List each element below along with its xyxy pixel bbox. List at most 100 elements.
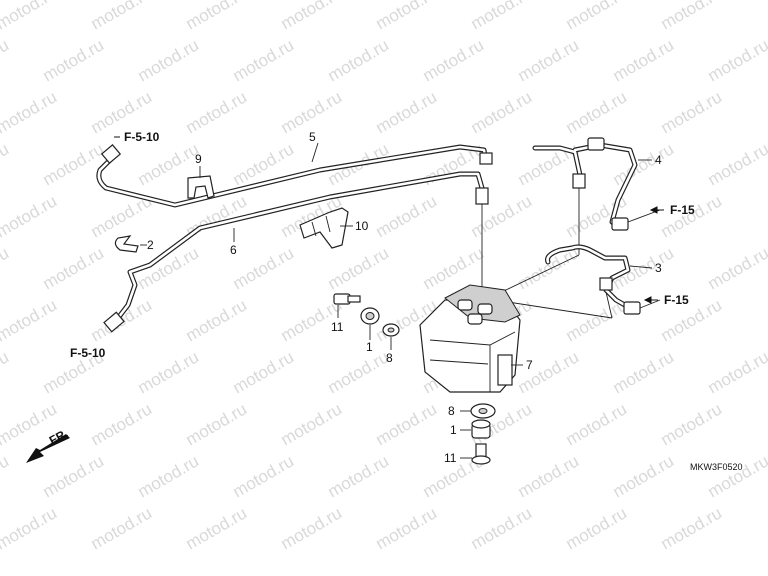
callout-1-bottom: 1 bbox=[450, 423, 457, 437]
callout-5: 5 bbox=[309, 130, 316, 144]
watermark-text: motod.ru bbox=[658, 399, 726, 449]
watermark-text: motod.ru bbox=[705, 139, 768, 189]
diagram-code: MKW3F0520 bbox=[690, 462, 743, 472]
ref-f-15-top: F-15 bbox=[670, 203, 695, 217]
watermark-text: motod.ru bbox=[658, 87, 726, 137]
callout-10: 10 bbox=[355, 219, 369, 233]
watermark-text: motod.ru bbox=[183, 399, 251, 449]
watermark-text: motod.ru bbox=[0, 87, 60, 137]
watermark-text: motod.ru bbox=[515, 35, 583, 85]
watermark-text: motod.ru bbox=[705, 451, 768, 501]
callout-8-bottom: 8 bbox=[448, 404, 455, 418]
watermark-text: motod.ru bbox=[563, 87, 631, 137]
callout-4: 4 bbox=[655, 153, 662, 167]
watermark-text: motod.ru bbox=[563, 399, 631, 449]
watermark-text: motod.ru bbox=[183, 503, 251, 553]
watermark-text: motod.ru bbox=[373, 0, 441, 33]
brake-pipe-3 bbox=[494, 244, 641, 319]
watermark-text: motod.ru bbox=[705, 243, 768, 293]
watermark-text: motod.ru bbox=[40, 139, 108, 189]
brake-pipe-5 bbox=[96, 144, 493, 208]
watermark-text: motod.ru bbox=[468, 87, 536, 137]
grommet-1-left bbox=[360, 307, 380, 325]
watermark-text: motod.ru bbox=[183, 87, 251, 137]
watermark-text: motod.ru bbox=[40, 35, 108, 85]
watermark-text: motod.ru bbox=[230, 243, 298, 293]
callout-2: 2 bbox=[147, 238, 154, 252]
brake-pipe-6 bbox=[103, 171, 489, 333]
watermark-text: motod.ru bbox=[705, 35, 768, 85]
watermark-text: motod.ru bbox=[705, 347, 768, 397]
watermark-text: motod.ru bbox=[0, 451, 12, 501]
watermark-text: motod.ru bbox=[0, 191, 60, 241]
watermark-text: motod.ru bbox=[610, 451, 678, 501]
watermark-text: motod.ru bbox=[610, 243, 678, 293]
watermark-text: motod.ru bbox=[135, 347, 203, 397]
watermark-text: motod.ru bbox=[0, 35, 12, 85]
abs-modulator-7 bbox=[419, 284, 521, 393]
watermark-text: motod.ru bbox=[658, 0, 726, 33]
watermark-text: motod.ru bbox=[658, 503, 726, 553]
watermark-text: motod.ru bbox=[278, 399, 346, 449]
watermark-text: motod.ru bbox=[135, 451, 203, 501]
watermark-text: motod.ru bbox=[325, 347, 393, 397]
watermark-text: motod.ru bbox=[0, 347, 12, 397]
watermark-text: motod.ru bbox=[610, 35, 678, 85]
watermark-text: motod.ru bbox=[0, 503, 60, 553]
watermark-text: motod.ru bbox=[563, 0, 631, 33]
washer-8-left bbox=[382, 323, 400, 337]
grommet-1-bottom bbox=[471, 419, 491, 439]
watermark-text: motod.ru bbox=[40, 451, 108, 501]
leader-lines bbox=[140, 142, 661, 459]
watermark-text: motod.ru bbox=[0, 0, 60, 33]
watermark-text: motod.ru bbox=[230, 451, 298, 501]
watermark-text: motod.ru bbox=[230, 347, 298, 397]
watermark-text: motod.ru bbox=[610, 347, 678, 397]
watermark-text: motod.ru bbox=[183, 295, 251, 345]
watermark-text: motod.ru bbox=[183, 0, 251, 33]
callout-11-left: 11 bbox=[331, 320, 344, 334]
watermark-text: motod.ru bbox=[373, 503, 441, 553]
watermark-text: motod.ru bbox=[0, 139, 12, 189]
ref-f-15-bottom: F-15 bbox=[664, 293, 689, 307]
watermark-text: motod.ru bbox=[373, 191, 441, 241]
watermark-text: motod.ru bbox=[0, 243, 12, 293]
watermark-text: motod.ru bbox=[88, 0, 156, 33]
callout-9: 9 bbox=[195, 152, 202, 166]
callout-8-left: 8 bbox=[386, 351, 393, 365]
watermark-text: motod.ru bbox=[515, 451, 583, 501]
watermark-text: motod.ru bbox=[135, 35, 203, 85]
callout-3: 3 bbox=[655, 261, 662, 275]
watermark-text: motod.ru bbox=[0, 295, 60, 345]
clip-2 bbox=[114, 235, 139, 253]
bolt-11-bottom bbox=[471, 443, 491, 465]
washer-8-bottom bbox=[470, 403, 496, 419]
watermark-text: motod.ru bbox=[278, 0, 346, 33]
forward-arrow-icon bbox=[26, 434, 70, 463]
watermark-text: motod.ru bbox=[373, 399, 441, 449]
bolt-11-left bbox=[333, 293, 361, 305]
bracket-10 bbox=[299, 207, 349, 249]
callout-7: 7 bbox=[526, 358, 533, 372]
callout-6: 6 bbox=[230, 243, 237, 257]
arrow-icon bbox=[643, 296, 658, 304]
watermark-text: motod.ru bbox=[468, 0, 536, 33]
callout-11-bottom: 11 bbox=[444, 451, 457, 465]
ref-f-5-10-bottom: F-5-10 bbox=[70, 346, 106, 360]
watermark-text: motod.ru bbox=[420, 35, 488, 85]
watermark-text: motod.ru bbox=[278, 503, 346, 553]
watermark-text: motod.ru bbox=[325, 243, 393, 293]
watermark-text: motod.ru bbox=[88, 399, 156, 449]
watermark-text: motod.ru bbox=[563, 503, 631, 553]
ref-f-5-10-top: F-5-10 bbox=[124, 130, 160, 144]
watermark-text: motod.ru bbox=[325, 451, 393, 501]
watermark-text: motod.ru bbox=[468, 503, 536, 553]
arrow-icon bbox=[649, 206, 664, 214]
watermark-text: motod.ru bbox=[88, 503, 156, 553]
watermark-text: motod.ru bbox=[515, 347, 583, 397]
watermark-text: motod.ru bbox=[373, 87, 441, 137]
watermark-text: motod.ru bbox=[515, 243, 583, 293]
watermark-text: motod.ru bbox=[230, 35, 298, 85]
